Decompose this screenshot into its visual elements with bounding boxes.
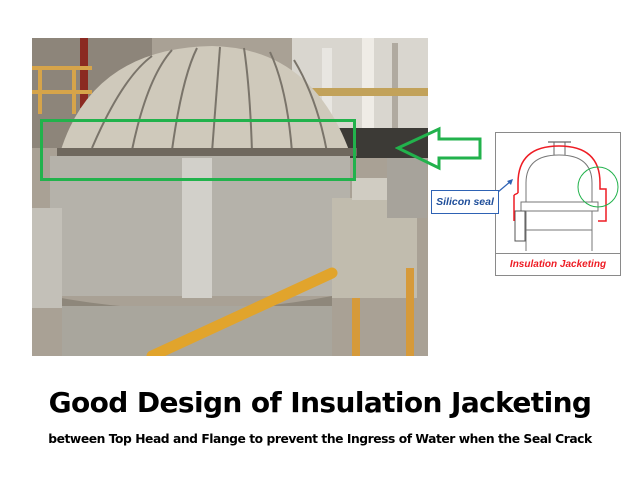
insulation-jacketing-label: Insulation Jacketing <box>496 253 620 275</box>
slide-title: Good Design of Insulation Jacketing <box>48 386 592 419</box>
vessel-photo <box>32 38 428 356</box>
vessel-photo-illustration <box>32 38 428 356</box>
silicon-seal-label: Silicon seal <box>431 190 499 214</box>
highlight-box <box>40 119 356 181</box>
vessel-cross-section-icon <box>513 141 619 251</box>
jacketing-diagram: Insulation Jacketing <box>495 132 621 276</box>
slide-subtitle: between Top Head and Flange to prevent t… <box>48 432 592 446</box>
seal-pointer-arrow-icon <box>497 179 513 193</box>
left-arrow-icon <box>395 126 482 171</box>
